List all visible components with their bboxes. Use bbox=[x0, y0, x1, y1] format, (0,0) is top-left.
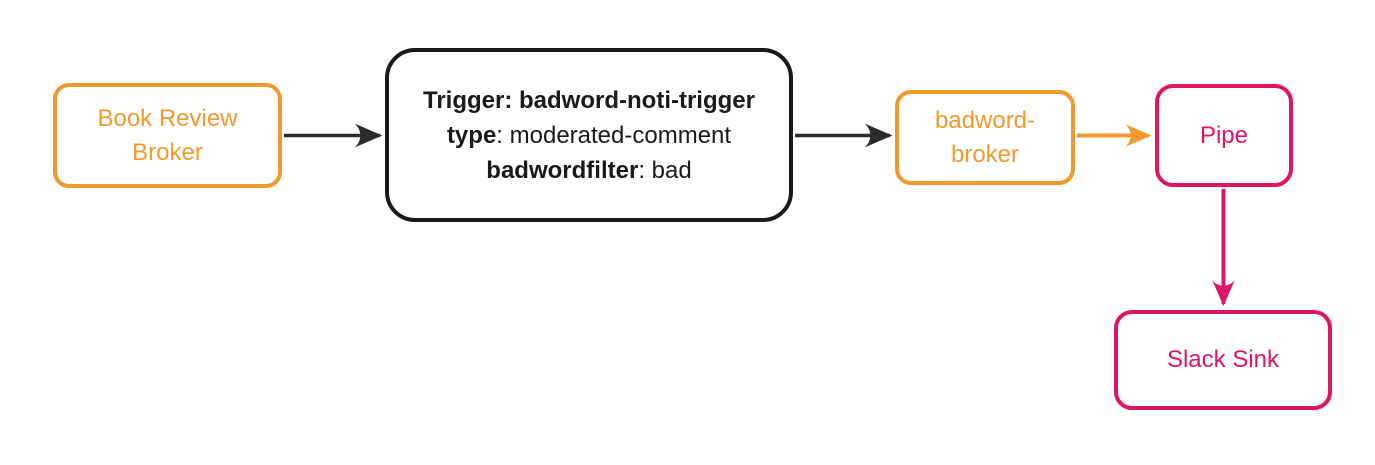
trigger-filter-key: badwordfilter bbox=[486, 156, 639, 184]
trigger-line-type: type: moderated-comment bbox=[447, 118, 731, 153]
node-trigger: Trigger: badword-noti-trigger type: mode… bbox=[385, 48, 793, 222]
node-book-review-broker: Book Review Broker bbox=[53, 83, 282, 188]
node-label-line: Slack Sink bbox=[1166, 346, 1280, 373]
trigger-type-key: type bbox=[446, 121, 497, 149]
node-label-line: Broker bbox=[132, 138, 203, 166]
trigger-type-value: : moderated-comment bbox=[496, 121, 732, 149]
node-label-line: broker bbox=[950, 140, 1020, 168]
trigger-filter-value: : bad bbox=[638, 156, 692, 184]
node-label-line: badword- bbox=[934, 106, 1036, 134]
trigger-line-name: Trigger: badword-noti-trigger bbox=[423, 83, 755, 118]
node-label-line: Book Review bbox=[97, 104, 238, 132]
trigger-name-text: Trigger: badword-noti-trigger bbox=[423, 86, 755, 114]
node-badword-broker: badword- broker bbox=[895, 90, 1075, 185]
trigger-line-filter: badwordfilter: bad bbox=[486, 153, 691, 188]
node-label-line: Pipe bbox=[1199, 121, 1249, 149]
node-pipe: Pipe bbox=[1155, 84, 1293, 187]
node-slack-sink: Slack Sink bbox=[1114, 310, 1332, 410]
